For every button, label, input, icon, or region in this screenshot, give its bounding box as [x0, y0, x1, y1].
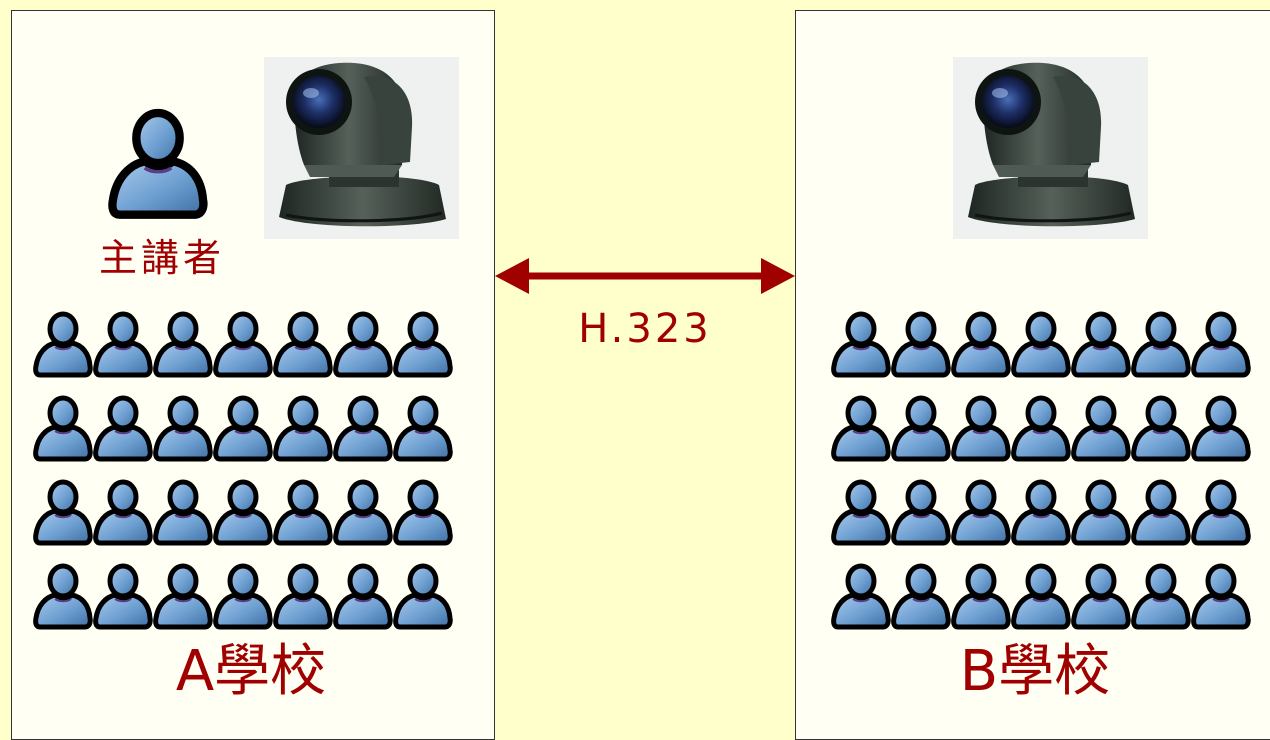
user-icon: [213, 309, 273, 379]
school-b-label: B學校: [959, 639, 1111, 704]
user-icon: [153, 561, 213, 631]
school-a-panel: 主講者 A學校: [11, 10, 495, 740]
user-icon: [1131, 477, 1191, 547]
user-icon: [1011, 393, 1071, 463]
user-icon: [273, 309, 333, 379]
user-icon: [951, 393, 1011, 463]
user-icon: [213, 477, 273, 547]
user-icon: [93, 309, 153, 379]
user-icon: [831, 477, 891, 547]
user-icon: [33, 309, 93, 379]
user-icon: [33, 393, 93, 463]
audience-grid: [831, 309, 1251, 645]
user-icon: [1191, 309, 1251, 379]
user-icon: [1071, 309, 1131, 379]
user-icon: [1011, 561, 1071, 631]
user-icon: [1011, 477, 1071, 547]
user-icon: [153, 393, 213, 463]
user-icon: [1191, 561, 1251, 631]
user-icon: [951, 477, 1011, 547]
user-icon: [1071, 477, 1131, 547]
user-icon: [333, 393, 393, 463]
user-icon: [891, 393, 951, 463]
user-icon: [393, 477, 453, 547]
user-icon: [1071, 393, 1131, 463]
user-icon: [213, 393, 273, 463]
user-icon: [891, 309, 951, 379]
user-icon: [1131, 393, 1191, 463]
user-icon: [153, 309, 213, 379]
user-icon: [393, 309, 453, 379]
presenter-user-icon: [108, 103, 208, 223]
user-icon: [1131, 309, 1191, 379]
user-icon: [93, 477, 153, 547]
user-icon: [891, 561, 951, 631]
user-icon: [33, 561, 93, 631]
user-icon: [333, 477, 393, 547]
ptz-camera-icon: [264, 57, 459, 239]
school-a-label: A學校: [175, 639, 327, 704]
presenter-label: 主講者: [98, 236, 225, 280]
user-icon: [831, 309, 891, 379]
school-b-panel: B學校: [795, 10, 1270, 740]
user-icon: [891, 477, 951, 547]
audience-grid: [33, 309, 453, 645]
user-icon: [831, 393, 891, 463]
double-arrow-icon: [495, 258, 795, 294]
user-icon: [93, 393, 153, 463]
ptz-camera-icon: [953, 57, 1148, 239]
user-icon: [333, 309, 393, 379]
user-icon: [33, 477, 93, 547]
user-icon: [393, 561, 453, 631]
user-icon: [273, 477, 333, 547]
protocol-label: H.323: [578, 306, 712, 352]
user-icon: [273, 561, 333, 631]
user-icon: [1191, 477, 1251, 547]
user-icon: [951, 309, 1011, 379]
user-icon: [333, 561, 393, 631]
user-icon: [213, 561, 273, 631]
user-icon: [393, 393, 453, 463]
user-icon: [273, 393, 333, 463]
user-icon: [153, 477, 213, 547]
user-icon: [1191, 393, 1251, 463]
user-icon: [831, 561, 891, 631]
user-icon: [1071, 561, 1131, 631]
user-icon: [1131, 561, 1191, 631]
user-icon: [1011, 309, 1071, 379]
user-icon: [951, 561, 1011, 631]
user-icon: [93, 561, 153, 631]
